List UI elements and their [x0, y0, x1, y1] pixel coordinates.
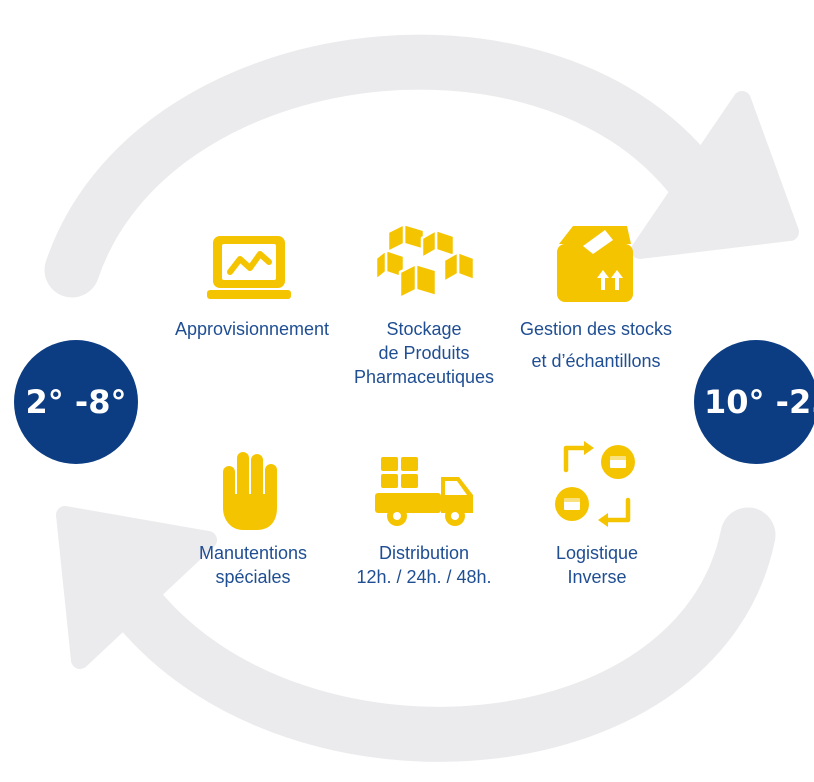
- top-arc-arrow: [44, 34, 799, 298]
- service-label-gestion: Gestion des stocks et d’échantillons: [520, 318, 672, 372]
- temperature-circle-right: 10° -25°: [694, 340, 814, 464]
- delivery-truck-icon: [375, 457, 473, 526]
- temperature-right-label: 10° -25°: [704, 383, 814, 421]
- temperature-circle-left: 2° -8°: [14, 340, 138, 464]
- laptop-chart-icon: [207, 236, 291, 299]
- label-line: Gestion des stocks: [519, 319, 673, 339]
- service-label-stockage: Stockage de Produits Pharmaceutiques: [354, 318, 494, 388]
- label-line: Distribution: [378, 543, 470, 563]
- label-line: 12h. / 24h. / 48h.: [356, 567, 492, 587]
- label-line: de Produits: [378, 343, 470, 363]
- label-line: Pharmaceutiques: [353, 367, 495, 387]
- label-line: Stockage: [386, 319, 462, 339]
- service-label-approvisionnement: Approvisionnement: [175, 318, 329, 340]
- label-line: Approvisionnement: [174, 319, 330, 339]
- label-line: et d’échantillons: [531, 351, 661, 371]
- reverse-logistics-icon: [555, 441, 635, 527]
- service-label-manutentions: Manutentions spéciales: [199, 542, 307, 588]
- stacked-boxes-icon: [374, 222, 476, 300]
- bottom-arc-arrow: [56, 506, 776, 762]
- service-label-logistique: Logistique Inverse: [556, 542, 638, 588]
- label-line: Logistique: [555, 543, 639, 563]
- label-line: Inverse: [567, 567, 627, 587]
- label-line: spéciales: [215, 567, 291, 587]
- open-box-icon: [557, 226, 633, 302]
- service-label-distribution: Distribution 12h. / 24h. / 48h.: [356, 542, 491, 588]
- temperature-left-label: 2° -8°: [25, 383, 127, 421]
- label-line: Manutentions: [198, 543, 308, 563]
- hand-icon: [223, 452, 277, 530]
